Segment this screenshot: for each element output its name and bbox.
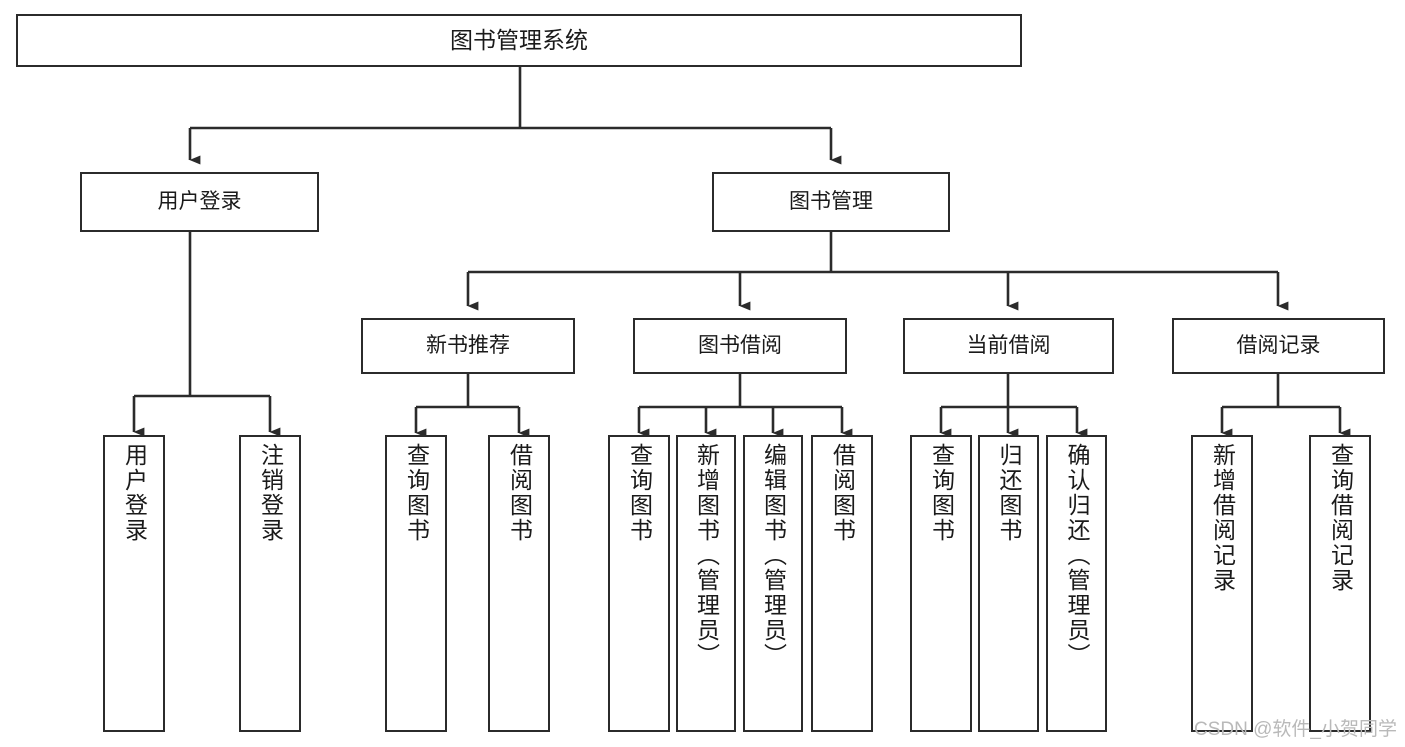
leaf-query-book-current[interactable]: 查询图书 — [910, 435, 972, 732]
node-label: 查询图书 — [626, 443, 653, 543]
node-label: 查询图书 — [928, 443, 955, 543]
node-label: 用户登录 — [157, 189, 242, 213]
node-root-system[interactable]: 图书管理系统 — [16, 14, 1022, 67]
leaf-return-book[interactable]: 归还图书 — [978, 435, 1039, 732]
node-label: 注销登录 — [257, 443, 284, 543]
node-label: 借阅记录 — [1236, 333, 1321, 357]
leaf-query-book-borrow[interactable]: 查询图书 — [608, 435, 670, 732]
node-label: 图书管理系统 — [450, 26, 588, 53]
node-label: 新增借阅记录 — [1209, 443, 1236, 593]
node-new-book-recommend[interactable]: 新书推荐 — [361, 318, 575, 374]
node-label: 编辑图书（管理员） — [760, 443, 787, 668]
node-book-management[interactable]: 图书管理 — [712, 172, 950, 232]
leaf-logout-login[interactable]: 注销登录 — [239, 435, 301, 732]
node-label: 图书借阅 — [698, 333, 782, 357]
node-label: 用户登录 — [121, 443, 148, 543]
node-label: 借阅图书 — [829, 443, 856, 543]
node-label: 当前借阅 — [966, 333, 1051, 357]
leaf-edit-book-admin[interactable]: 编辑图书（管理员） — [743, 435, 803, 732]
node-user-login[interactable]: 用户登录 — [80, 172, 319, 232]
node-label: 查询借阅记录 — [1327, 443, 1354, 593]
leaf-user-login[interactable]: 用户登录 — [103, 435, 165, 732]
node-label: 图书管理 — [789, 189, 873, 213]
leaf-add-borrow-record[interactable]: 新增借阅记录 — [1191, 435, 1253, 732]
leaf-borrow-book[interactable]: 借阅图书 — [811, 435, 873, 732]
leaf-borrow-book-recommend[interactable]: 借阅图书 — [488, 435, 550, 732]
watermark-text: CSDN @软件_小贺同学 — [1194, 719, 1397, 740]
node-label: 确认归还（管理员） — [1064, 443, 1090, 668]
node-current-borrow[interactable]: 当前借阅 — [903, 318, 1114, 374]
node-label: 借阅图书 — [506, 443, 533, 543]
leaf-add-book-admin[interactable]: 新增图书（管理员） — [676, 435, 736, 732]
node-label: 新增图书（管理员） — [693, 443, 720, 668]
node-label: 归还图书 — [996, 443, 1022, 543]
node-book-borrow[interactable]: 图书借阅 — [633, 318, 847, 374]
leaf-query-book-recommend[interactable]: 查询图书 — [385, 435, 447, 732]
node-label: 查询图书 — [403, 443, 430, 543]
node-label: 新书推荐 — [426, 333, 510, 357]
leaf-confirm-return-admin[interactable]: 确认归还（管理员） — [1046, 435, 1107, 732]
leaf-query-borrow-record[interactable]: 查询借阅记录 — [1309, 435, 1371, 732]
node-borrow-record[interactable]: 借阅记录 — [1172, 318, 1385, 374]
